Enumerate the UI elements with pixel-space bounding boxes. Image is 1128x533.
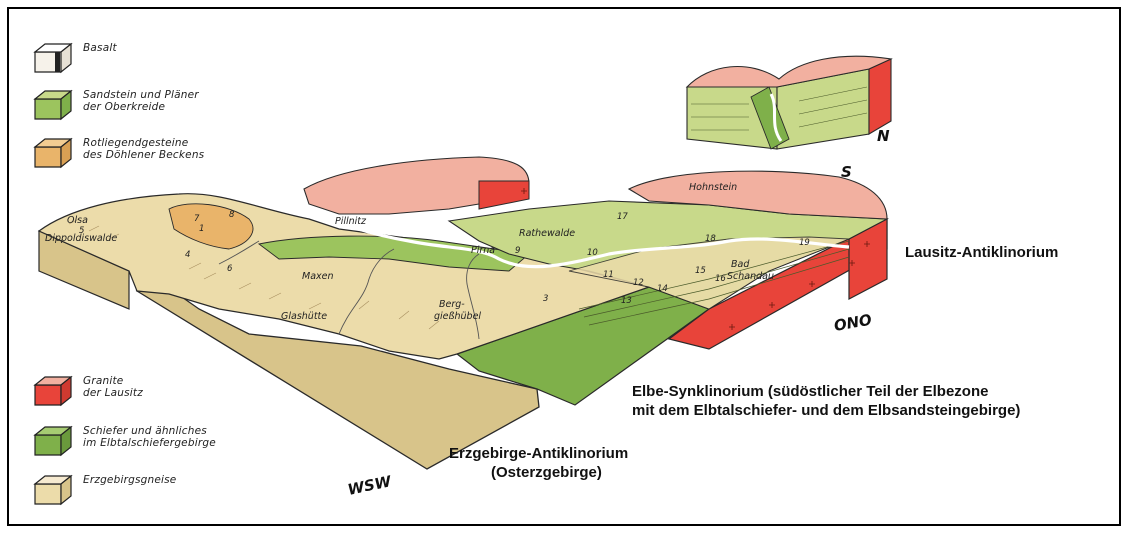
legend-schiefer-line1: Schiefer und ähnliches xyxy=(83,425,216,437)
locality-6: 6 xyxy=(227,264,233,274)
granite-back-ridge-face xyxy=(479,181,529,209)
granite-swatch-icon xyxy=(31,375,73,409)
legend-basalt-line1: Basalt xyxy=(83,42,117,54)
place-pillnitz: Pillnitz xyxy=(335,216,367,227)
region-erz-label-line2: (Osterzgebirge) xyxy=(491,463,602,482)
legend-rotliegend: Rotliegendgesteine des Döhlener Beckens xyxy=(31,137,204,171)
locality-9: 9 xyxy=(515,246,520,256)
basalt-swatch-icon xyxy=(31,42,73,76)
locality-7: 7 xyxy=(194,214,200,224)
sandstein-swatch-icon xyxy=(31,89,73,123)
schiefer-swatch-icon xyxy=(31,425,73,459)
region-erz-label-line1: Erzgebirge-Antiklinorium xyxy=(449,444,628,463)
locality-11: 11 xyxy=(603,270,614,280)
legend-granite: Granite der Lausitz xyxy=(31,375,143,409)
inset-sketch xyxy=(687,56,891,149)
locality-14: 14 xyxy=(657,284,668,294)
locality-5: 5 xyxy=(79,226,84,236)
place-glashuette: Glashütte xyxy=(281,311,327,322)
locality-15: 15 xyxy=(695,266,706,276)
inset-compass-s: S xyxy=(841,163,852,181)
compass-wsw: WSW xyxy=(346,472,394,499)
locality-1: 1 xyxy=(199,224,204,234)
place-maxen: Maxen xyxy=(302,271,334,282)
legend-granite-line2: der Lausitz xyxy=(83,387,143,399)
figure-frame: Olsa Dippoldiswalde Pillnitz Pirna Maxen… xyxy=(7,7,1121,526)
place-bad: Bad xyxy=(731,259,750,270)
rotliegend-swatch-icon xyxy=(31,137,73,171)
locality-19: 19 xyxy=(799,238,810,248)
locality-3: 3 xyxy=(543,294,548,304)
place-pirna: Pirna xyxy=(471,245,495,256)
place-berggiesshuebel-1: Berg- xyxy=(439,299,465,310)
compass-ono: ONO xyxy=(833,311,874,335)
legend-granite-line1: Granite xyxy=(83,375,143,387)
place-hohnstein: Hohnstein xyxy=(689,182,737,193)
legend-schiefer-line2: im Elbtalschiefergebirge xyxy=(83,437,216,449)
locality-16: 16 xyxy=(715,274,726,284)
locality-18: 18 xyxy=(705,234,716,244)
legend-sandstein-line1: Sandstein und Pläner xyxy=(83,89,199,101)
place-schandau: Schandau xyxy=(727,271,774,282)
locality-17: 17 xyxy=(617,212,628,222)
legend-schiefer: Schiefer und ähnliches im Elbtalschiefer… xyxy=(31,425,216,459)
legend-basalt: Basalt xyxy=(31,42,117,76)
legend-sandstein-line2: der Oberkreide xyxy=(83,101,199,113)
legend-gneise-line1: Erzgebirgsgneise xyxy=(83,474,176,486)
gneise-swatch-icon xyxy=(31,474,73,508)
locality-12: 12 xyxy=(633,278,644,288)
region-elbe-label-line1: Elbe-Synklinorium (südöstlicher Teil der… xyxy=(632,382,988,401)
legend-gneise: Erzgebirgsgneise xyxy=(31,474,176,508)
place-rathewalde: Rathewalde xyxy=(519,228,575,239)
place-olsa: Olsa xyxy=(67,215,88,226)
locality-8: 8 xyxy=(229,210,235,220)
legend-sandstein: Sandstein und Pläner der Oberkreide xyxy=(31,89,199,123)
locality-4: 4 xyxy=(185,250,190,260)
region-lausitz-label: Lausitz-Antiklinorium xyxy=(905,243,1058,262)
region-elbe-label-line2: mit dem Elbtalschiefer- und dem Elbsands… xyxy=(632,401,1020,420)
locality-13: 13 xyxy=(621,296,632,306)
inset-compass-n: N xyxy=(877,127,890,145)
place-berggiesshuebel-2: gießhübel xyxy=(434,311,481,322)
legend-rotliegend-line1: Rotliegendgesteine xyxy=(83,137,204,149)
legend-rotliegend-line2: des Döhlener Beckens xyxy=(83,149,204,161)
locality-10: 10 xyxy=(587,248,598,258)
